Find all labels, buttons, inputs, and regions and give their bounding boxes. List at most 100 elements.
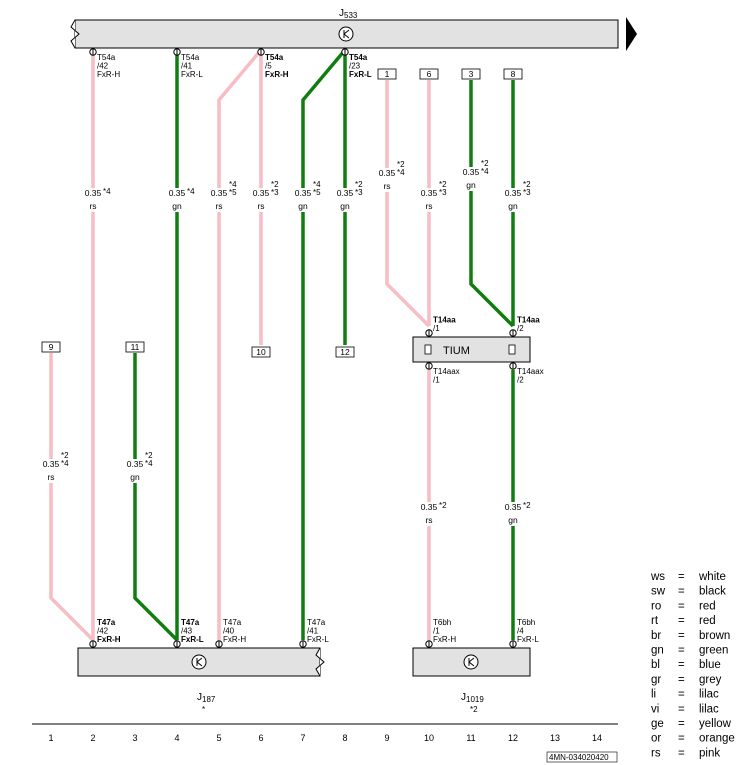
wire-c5-pink[interactable]: [217, 48, 263, 640]
footer-code: 4MN-034020420: [549, 753, 609, 762]
connector-label-line: FxR-L: [307, 635, 329, 644]
connector-label-line: T47a: [97, 618, 116, 627]
wire-footnote-ref: *2: [439, 501, 447, 510]
legend-code: li: [651, 689, 656, 701]
component-j187[interactable]: J187 *: [77, 647, 325, 714]
connector-label-line: /23: [349, 62, 361, 71]
continuation-arrow-icon: [626, 17, 637, 51]
legend-row: li=lilac: [651, 689, 719, 701]
wire-size: 0.35: [43, 459, 60, 469]
wire-c3-green[interactable]: [133, 353, 179, 642]
component-tium[interactable]: TIUM: [412, 336, 531, 363]
connector-label-line: FxR-L: [517, 635, 539, 644]
connector-label: T14aax/2: [517, 367, 544, 385]
connector-label-line: FxR-H: [223, 635, 246, 644]
pin-icon: [89, 48, 97, 56]
connector-label-line: T47a: [181, 618, 200, 627]
wire-size: 0.35: [127, 459, 144, 469]
wire-end-number: 12: [340, 347, 350, 357]
column-number: 11: [466, 733, 475, 743]
wire-footnote-ref: *2: [145, 451, 153, 460]
wire-c9-pink[interactable]: [385, 80, 431, 328]
column-number: 3: [132, 733, 137, 743]
wire-footnote-ref: *4: [397, 168, 405, 177]
wire-footnote-ref: *4: [313, 180, 321, 189]
component-j533[interactable]: J533: [70, 8, 619, 49]
wire-footnote-ref: *3: [271, 188, 279, 197]
wire-size: 0.35: [211, 188, 228, 198]
connector-label-line: T14aa: [433, 316, 456, 325]
column-number: 12: [508, 733, 518, 743]
wire-end-box: 9: [41, 341, 61, 353]
legend-color-name: white: [698, 571, 726, 583]
wire-footnote-ref: *5: [229, 188, 237, 197]
legend-code: rs: [651, 747, 661, 759]
wire-end-number: 1: [385, 69, 390, 79]
legend-code: sw: [651, 586, 666, 598]
legend-color-name: yellow: [699, 718, 732, 730]
connector-label-line: /40: [223, 627, 235, 636]
legend-row: rt=red: [651, 615, 716, 627]
pin-icon: [341, 48, 349, 56]
legend-equals: =: [678, 571, 685, 583]
legend-equals: =: [678, 645, 685, 657]
footer-code-box: 4MN-034020420: [546, 751, 618, 763]
wire-c1-pink[interactable]: [49, 353, 95, 642]
wire-end-box: 12: [335, 346, 355, 358]
legend-code: gn: [651, 645, 664, 657]
legend-code: br: [651, 630, 661, 642]
wire-c7-green[interactable]: [301, 48, 347, 640]
legend-code: bl: [651, 659, 660, 671]
wire-size: 0.35: [421, 188, 438, 198]
legend-equals: =: [678, 747, 685, 759]
connector-label-line: FxR-H: [433, 635, 456, 644]
wire-color-code: gn: [340, 201, 350, 211]
wire-footnote-ref: *2: [439, 180, 447, 189]
wire-color-code: gn: [508, 515, 518, 525]
legend-equals: =: [678, 703, 685, 715]
connector-label-line: /2: [517, 376, 524, 385]
column-number: 13: [550, 733, 560, 743]
connector-label: T14aax/1: [433, 367, 460, 385]
connector-label-line: FxR-H: [265, 70, 289, 79]
connector-label-line: T6bh: [517, 618, 535, 627]
legend-code: or: [651, 733, 661, 745]
component-j1019[interactable]: J1019 *2: [412, 647, 531, 714]
legend-row: ge=yellow: [651, 718, 732, 730]
connector-label: T14aa/2: [517, 316, 540, 334]
pin-icon: [173, 640, 181, 648]
legend-color-name: blue: [699, 659, 721, 671]
wire-footnote-ref: *3: [439, 188, 447, 197]
wire-end-number: 10: [256, 347, 266, 357]
wire-size: 0.35: [505, 188, 522, 198]
component-j1019-label: J1019: [461, 692, 484, 704]
legend-row: sw=black: [651, 586, 726, 598]
wire-size: 0.35: [295, 188, 312, 198]
wire-color-code: gn: [130, 472, 140, 482]
legend-code: rt: [651, 615, 659, 627]
wire-end-box: 1: [377, 68, 397, 80]
legend-equals: =: [678, 630, 685, 642]
component-j187-break-right: [315, 647, 325, 677]
component-j533-label: J533: [339, 8, 358, 20]
wire-color-code: rs: [215, 201, 222, 211]
legend-color-name: black: [699, 586, 726, 598]
wire-size: 0.35: [505, 502, 522, 512]
wire-c11-green[interactable]: [469, 80, 515, 328]
legend-color-name: grey: [699, 674, 722, 686]
wire-color-code: rs: [383, 181, 390, 191]
pin-icon: [89, 640, 97, 648]
wire-footnote-ref: *2: [523, 180, 531, 189]
connector-label-line: /41: [307, 627, 319, 636]
